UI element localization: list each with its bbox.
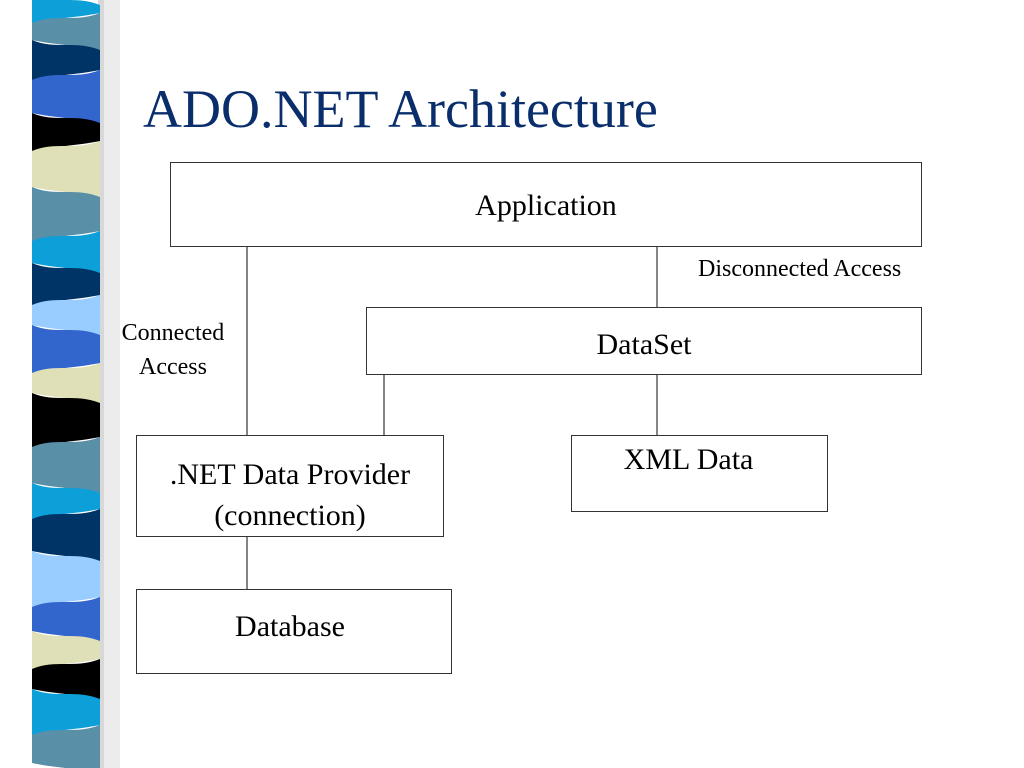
- xml-data-label: XML Data: [623, 443, 754, 476]
- stripe-band: [32, 437, 100, 493]
- data-provider-box: .NET Data Provider (connection): [136, 435, 444, 537]
- stripe-band: [32, 0, 100, 23]
- slide-title: ADO.NET Architecture: [143, 79, 658, 139]
- dataset-box: DataSet: [366, 307, 922, 375]
- stripe-band: [32, 263, 100, 305]
- stripe-band: [32, 597, 100, 641]
- stripe-band: [32, 141, 100, 197]
- stripe-band: [32, 70, 100, 123]
- stripe-band: [32, 13, 100, 50]
- disconnected-access-label: Disconnected Access: [698, 256, 902, 282]
- stripe-band: [32, 689, 100, 735]
- stripe-band: [32, 295, 100, 335]
- stripe-band: [32, 325, 100, 373]
- stripe-band: [32, 551, 100, 607]
- stripe-band: [32, 113, 100, 151]
- stripe-band: [32, 509, 100, 561]
- database-box: Database: [136, 589, 452, 674]
- stripe-band: [32, 363, 100, 403]
- stripe-band: [32, 483, 100, 519]
- dataset-label: DataSet: [596, 328, 692, 361]
- stripe-band: [32, 187, 100, 241]
- stripe-band: [32, 631, 100, 669]
- application-label: Application: [475, 189, 617, 222]
- data-provider-label: .NET Data Provider: [169, 458, 411, 491]
- application-box: Application: [170, 162, 922, 247]
- stripe-band: [32, 393, 100, 447]
- connected-access-line2: Access: [139, 354, 207, 380]
- stripe-band: [32, 231, 100, 273]
- xml-data-box: XML Data: [571, 435, 828, 512]
- connected-access-label: Connected Access: [108, 316, 238, 384]
- decorative-stripe: [32, 0, 120, 768]
- connected-access-line1: Connected: [121, 320, 225, 346]
- stripe-band: [32, 40, 100, 80]
- data-provider-sublabel: (connection): [214, 499, 366, 532]
- stripe-band: [32, 659, 100, 699]
- database-label: Database: [235, 610, 345, 643]
- stripe-band: [32, 725, 100, 768]
